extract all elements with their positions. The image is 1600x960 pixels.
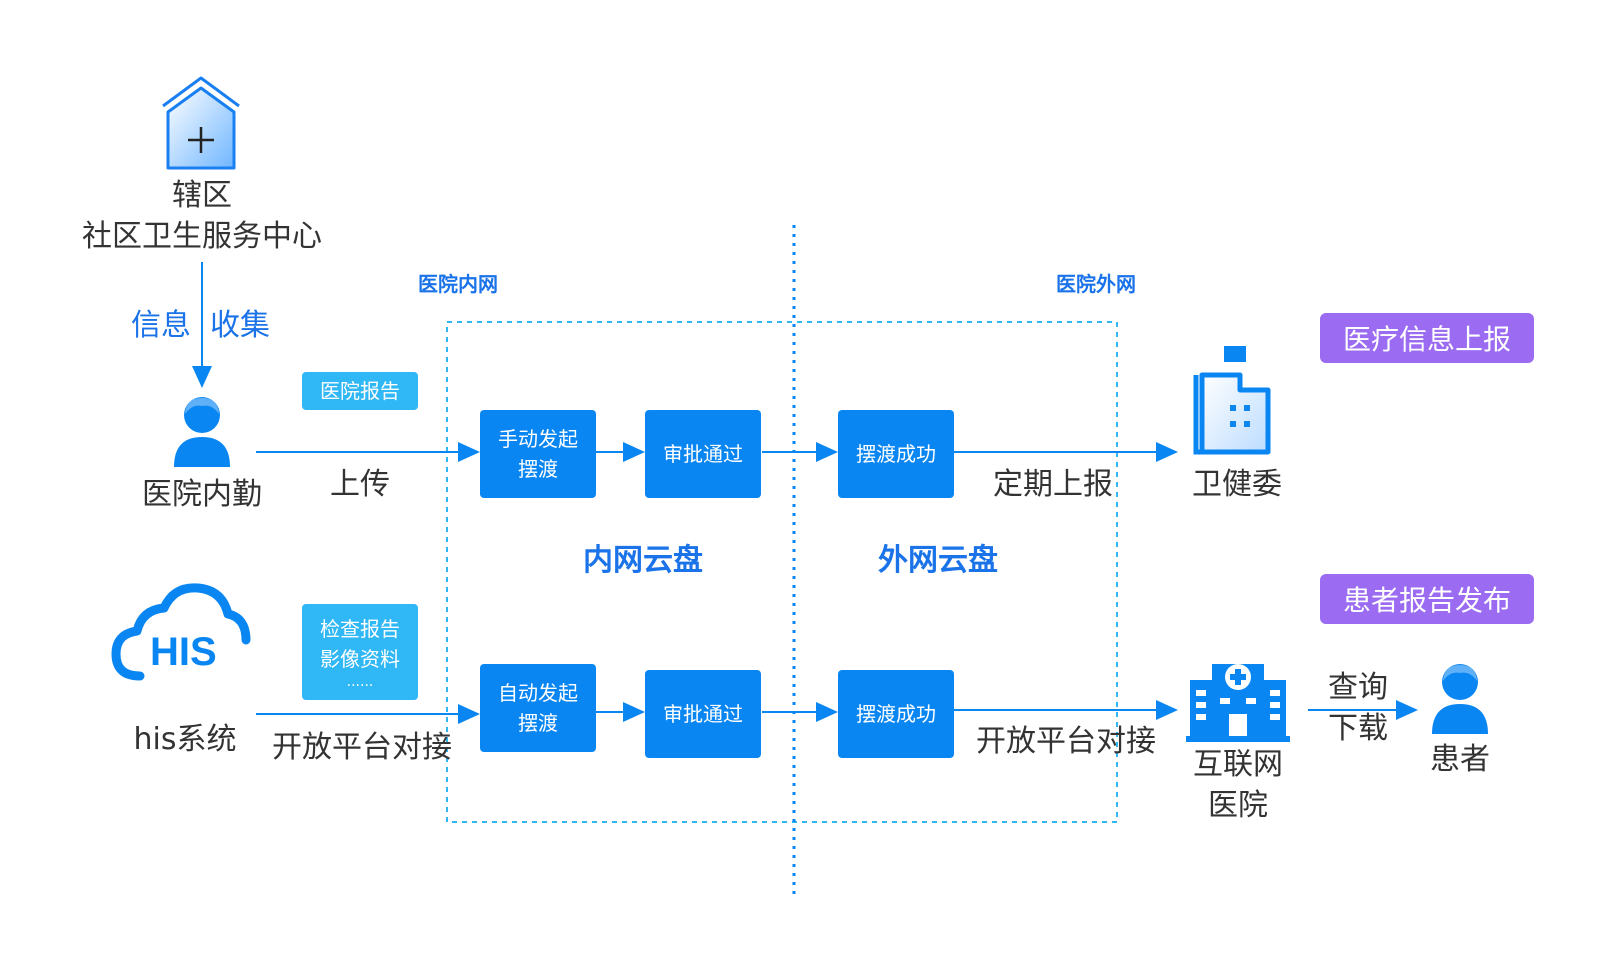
intranet-zone-label: 医院内网 bbox=[418, 272, 498, 296]
staff-person-icon bbox=[174, 397, 230, 467]
extranet-zone-label: 医院外网 bbox=[1056, 272, 1136, 296]
upload-label: 上传 bbox=[330, 467, 390, 502]
periodic-report-label: 定期上报 bbox=[993, 467, 1113, 502]
manual-ferry-box: 手动发起 摆渡 bbox=[480, 410, 596, 498]
internet-hospital-line2: 医院 bbox=[1208, 787, 1268, 823]
internet-hospital-icon bbox=[1186, 664, 1290, 742]
extranet-cloud-label: 外网云盘 bbox=[878, 543, 998, 578]
patient-label: 患者 bbox=[1430, 742, 1490, 777]
auto-ferry-line2: 摆渡 bbox=[518, 711, 558, 735]
internet-hospital-line1: 互联网 bbox=[1193, 747, 1283, 782]
community-center-label: 辖区 社区卫生服务中心 bbox=[62, 176, 342, 257]
bottom-approval-box: 审批通过 bbox=[645, 670, 761, 758]
ellipsis-line: ...... bbox=[346, 673, 374, 690]
health-commission-label: 卫健委 bbox=[1192, 467, 1282, 502]
open-platform-right-label: 开放平台对接 bbox=[976, 724, 1156, 759]
patient-person-icon bbox=[1432, 664, 1488, 734]
intranet-cloud-label: 内网云盘 bbox=[583, 543, 703, 578]
download-label: 下载 bbox=[1328, 710, 1388, 746]
query-label: 查询 bbox=[1328, 670, 1388, 705]
staff-label: 医院内勤 bbox=[142, 477, 262, 512]
community-district: 辖区 bbox=[172, 178, 232, 213]
his-cloud-icon bbox=[111, 583, 251, 681]
patient-report-badge: 患者报告发布 bbox=[1320, 574, 1534, 624]
his-logo-text: HIS bbox=[150, 630, 217, 674]
medical-report-badge: 医疗信息上报 bbox=[1320, 313, 1534, 363]
manual-ferry-line2: 摆渡 bbox=[518, 457, 558, 481]
auto-ferry-box: 自动发起 摆渡 bbox=[480, 664, 596, 752]
his-system-label: his系统 bbox=[133, 722, 237, 757]
community-name: 社区卫生服务中心 bbox=[82, 218, 322, 254]
community-house-icon bbox=[162, 76, 240, 170]
top-ferry-success-box: 摆渡成功 bbox=[838, 410, 954, 498]
imaging-data-line: 影像资料 bbox=[320, 646, 400, 671]
collect-label-left: 信息 bbox=[131, 308, 191, 343]
query-download-label: 查询 下载 bbox=[1318, 668, 1398, 749]
manual-ferry-line1: 手动发起 bbox=[498, 427, 578, 451]
open-platform-left-label: 开放平台对接 bbox=[272, 730, 452, 765]
internet-hospital-label: 互联网 医院 bbox=[1183, 745, 1293, 826]
auto-ferry-line1: 自动发起 bbox=[498, 681, 578, 705]
exam-report-tag: 检查报告 影像资料 ...... bbox=[302, 604, 418, 700]
collect-label-right: 收集 bbox=[210, 308, 270, 343]
hospital-report-tag: 医院报告 bbox=[302, 372, 418, 410]
top-approval-box: 审批通过 bbox=[645, 410, 761, 498]
health-commission-building-icon bbox=[1193, 346, 1271, 455]
network-boundary-frame bbox=[446, 321, 1118, 823]
exam-report-line: 检查报告 bbox=[320, 616, 400, 641]
bottom-ferry-success-box: 摆渡成功 bbox=[838, 670, 954, 758]
